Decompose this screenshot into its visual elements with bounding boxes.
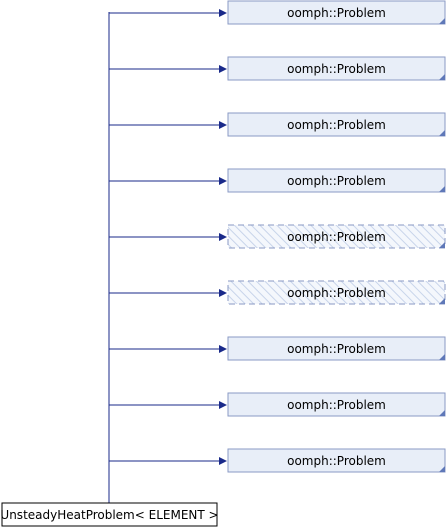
parent-class-box[interactable] (227, 0, 446, 25)
parent-class-label: oomph::Problem (287, 118, 386, 132)
parent-class-label: oomph::Problem (287, 342, 386, 356)
corner-fold-icon (439, 130, 445, 136)
parent-class-box[interactable] (227, 224, 446, 249)
parent-class-node[interactable]: oomph::Problem (227, 224, 446, 249)
parent-class-label: oomph::Problem (287, 230, 386, 244)
parent-class-box[interactable] (227, 56, 446, 81)
parent-class-node[interactable]: oomph::Problem (227, 0, 446, 25)
corner-fold-icon (439, 466, 445, 472)
parent-class-node[interactable]: oomph::Problem (227, 392, 446, 417)
inheritance-arrow-head (219, 289, 227, 297)
parent-class-node[interactable]: oomph::Problem (227, 336, 446, 361)
parent-class-nodes: oomph::Problemoomph::Problemoomph::Probl… (227, 0, 446, 473)
inheritance-arrow-head (219, 9, 227, 17)
parent-class-label: oomph::Problem (287, 174, 386, 188)
corner-fold-icon (439, 298, 445, 304)
parent-class-node[interactable]: oomph::Problem (227, 168, 446, 193)
inheritance-arrow-head (219, 345, 227, 353)
parent-class-label: oomph::Problem (287, 398, 386, 412)
parent-class-box[interactable] (227, 392, 446, 417)
parent-class-box[interactable] (227, 112, 446, 137)
parent-class-box[interactable] (227, 280, 446, 305)
parent-class-label: oomph::Problem (287, 62, 386, 76)
inheritance-arrow-head (219, 457, 227, 465)
parent-class-box[interactable] (227, 336, 446, 361)
inheritance-arrow-head (219, 65, 227, 73)
parent-class-node[interactable]: oomph::Problem (227, 280, 446, 305)
parent-class-node[interactable]: oomph::Problem (227, 56, 446, 81)
parent-class-node[interactable]: oomph::Problem (227, 448, 446, 473)
inheritance-arrow-head (219, 233, 227, 241)
corner-fold-icon (439, 354, 445, 360)
parent-class-box[interactable] (227, 448, 446, 473)
inheritance-arrow-head (219, 121, 227, 129)
child-class-node[interactable]: UnsteadyHeatProblem< ELEMENT > (0, 502, 219, 527)
parent-class-box[interactable] (227, 168, 446, 193)
parent-class-node[interactable]: oomph::Problem (227, 112, 446, 137)
corner-fold-icon (439, 18, 445, 24)
child-class-label: UnsteadyHeatProblem< ELEMENT > (0, 508, 218, 522)
inheritance-arrow-head (219, 177, 227, 185)
corner-fold-icon (439, 186, 445, 192)
corner-fold-icon (439, 410, 445, 416)
corner-fold-icon (439, 74, 445, 80)
inheritance-edges (109, 9, 227, 465)
inheritance-arrow-head (219, 401, 227, 409)
corner-fold-icon (439, 242, 445, 248)
parent-class-label: oomph::Problem (287, 454, 386, 468)
child-class-box[interactable] (1, 502, 218, 527)
parent-class-label: oomph::Problem (287, 286, 386, 300)
parent-class-label: oomph::Problem (287, 6, 386, 20)
